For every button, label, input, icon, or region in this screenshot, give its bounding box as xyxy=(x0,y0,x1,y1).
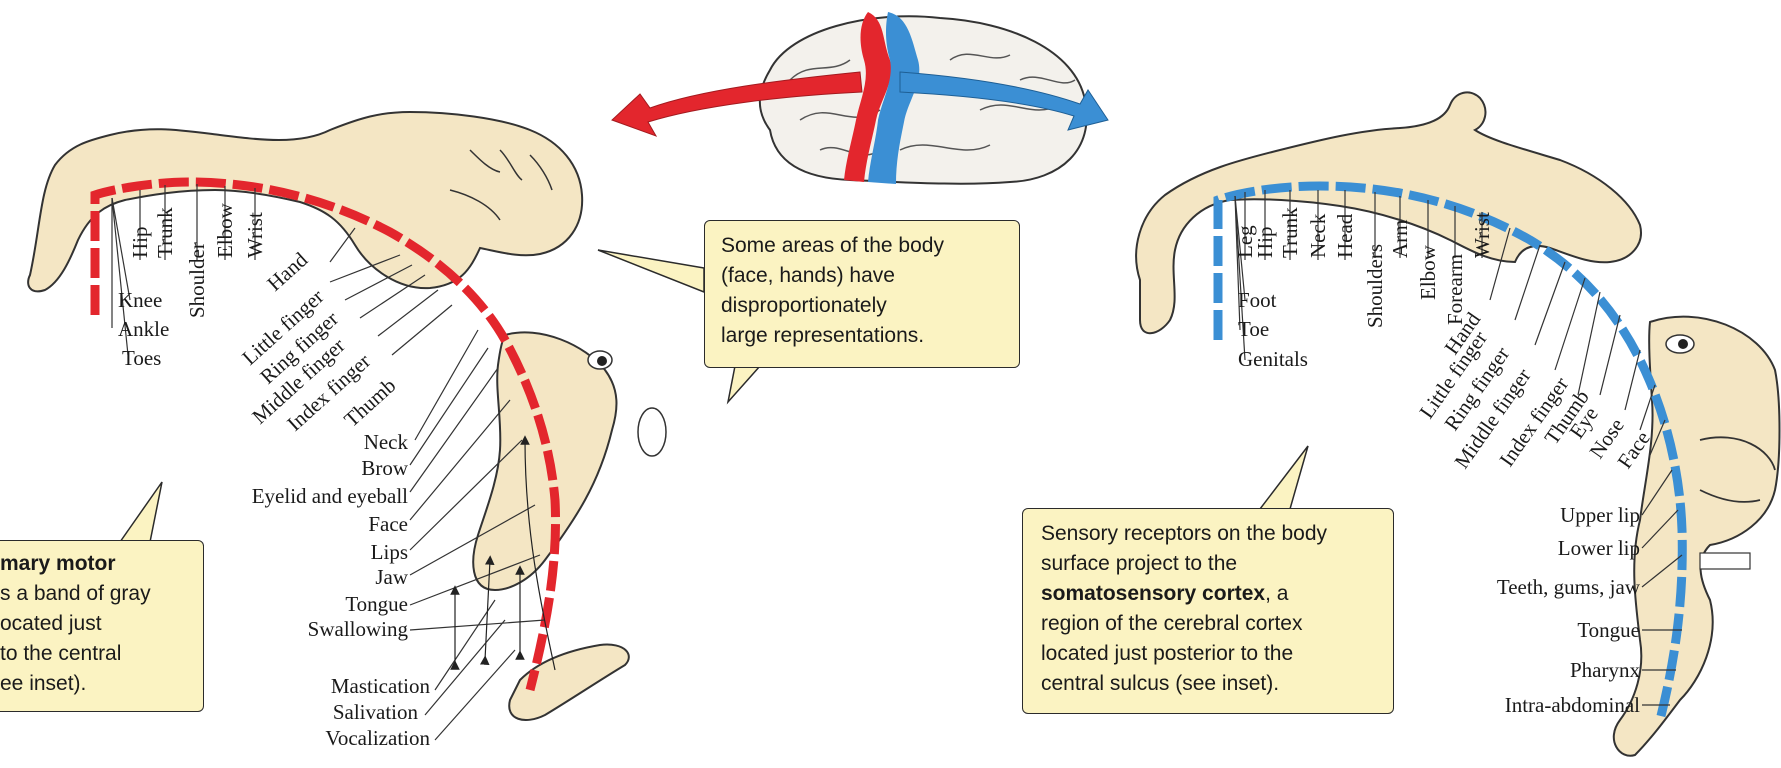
middle-callout-line: disproportionately xyxy=(721,291,1003,321)
motor-tongue-shape xyxy=(509,645,629,720)
motor-label-face: Face xyxy=(368,512,408,536)
motor-callout-line: ee inset). xyxy=(0,669,203,699)
motor-callout-pointer xyxy=(120,482,162,542)
sensory-teeth xyxy=(1700,553,1750,569)
middle-callout-line: Some areas of the body xyxy=(721,231,1003,261)
middle-callout-line: large representations. xyxy=(721,321,1003,351)
middle-callout-pointer-bottom xyxy=(728,366,760,402)
sensory-callout: Sensory receptors on the body surface pr… xyxy=(1022,508,1394,714)
sensory-label-foot: Foot xyxy=(1238,288,1277,312)
sensory-label-shoulders: Shoulders xyxy=(1363,244,1387,328)
sensory-label-elbow: Elbow xyxy=(1416,244,1440,300)
sensory-callout-line: central sulcus (see inset). xyxy=(1041,669,1375,699)
sensory-callout-line: Sensory receptors on the body xyxy=(1041,519,1375,549)
sensory-callout-line: , a xyxy=(1265,582,1288,605)
motor-callout-bold: mary motor xyxy=(0,552,116,575)
motor-label-knee: Knee xyxy=(118,288,162,312)
sensory-callout-line: region of the cerebral cortex xyxy=(1041,609,1375,639)
motor-mouth xyxy=(638,408,666,456)
motor-label-neck: Neck xyxy=(364,430,409,454)
sensory-label-upper-lip: Upper lip xyxy=(1560,503,1640,527)
motor-label-wrist: Wrist xyxy=(243,212,267,258)
sensory-callout-pointer xyxy=(1260,446,1308,509)
motor-label-hand: Hand xyxy=(262,247,312,296)
motor-label-eyelid: Eyelid and eyeball xyxy=(252,484,408,508)
motor-label-salivation: Salivation xyxy=(333,700,419,724)
motor-callout-line: ocated just xyxy=(0,609,203,639)
motor-label-tongue: Tongue xyxy=(345,592,408,616)
sensory-label-pharynx: Pharynx xyxy=(1570,658,1640,682)
motor-callout-line: s a band of gray xyxy=(0,579,203,609)
motor-label-toes: Toes xyxy=(122,346,161,370)
middle-callout-line: (face, hands) have xyxy=(721,261,1003,291)
sensory-label-teeth: Teeth, gums, jaw xyxy=(1497,575,1641,599)
motor-callout-line: to the central xyxy=(0,639,203,669)
sensory-label-arm: Arm xyxy=(1388,220,1412,259)
sensory-body xyxy=(1136,92,1641,333)
middle-callout-pointer xyxy=(598,250,704,292)
motor-label-vocalization: Vocalization xyxy=(325,726,430,750)
sensory-label-wrist: Wrist xyxy=(1470,212,1494,258)
sensory-label-head: Head xyxy=(1333,213,1357,258)
sensory-callout-line: surface project to the xyxy=(1041,549,1375,579)
brain-inset xyxy=(612,12,1108,184)
motor-label-trunk: Trunk xyxy=(153,207,177,258)
motor-label-jaw: Jaw xyxy=(375,565,408,589)
sensory-pupil xyxy=(1678,339,1688,349)
motor-label-mastication: Mastication xyxy=(331,674,431,698)
motor-callout: mary motor s a band of gray ocated just … xyxy=(0,540,204,712)
motor-label-lips: Lips xyxy=(371,540,408,564)
motor-face xyxy=(473,332,616,590)
motor-pupil xyxy=(597,356,607,366)
motor-label-hip: Hip xyxy=(128,227,152,259)
sensory-label-hip: Hip xyxy=(1253,227,1277,259)
sensory-label-tongue: Tongue xyxy=(1577,618,1640,642)
motor-label-swallowing: Swallowing xyxy=(308,617,409,641)
motor-label-shoulder: Shoulder xyxy=(185,242,209,318)
sensory-callout-line: located just posterior to the xyxy=(1041,639,1375,669)
middle-callout: Some areas of the body (face, hands) hav… xyxy=(704,220,1020,368)
sensory-label-trunk: Trunk xyxy=(1278,207,1302,258)
motor-label-elbow: Elbow xyxy=(213,202,237,258)
sensory-label-neck: Neck xyxy=(1306,213,1330,258)
motor-label-brow: Brow xyxy=(361,456,409,480)
motor-label-ankle: Ankle xyxy=(118,317,169,341)
sensory-label-genitals: Genitals xyxy=(1238,347,1308,371)
sensory-callout-bold: somatosensory cortex xyxy=(1041,582,1265,605)
sensory-label-lower-lip: Lower lip xyxy=(1558,536,1640,560)
sensory-label-toe: Toe xyxy=(1238,317,1269,341)
sensory-label-intra-abdominal: Intra-abdominal xyxy=(1505,693,1640,717)
